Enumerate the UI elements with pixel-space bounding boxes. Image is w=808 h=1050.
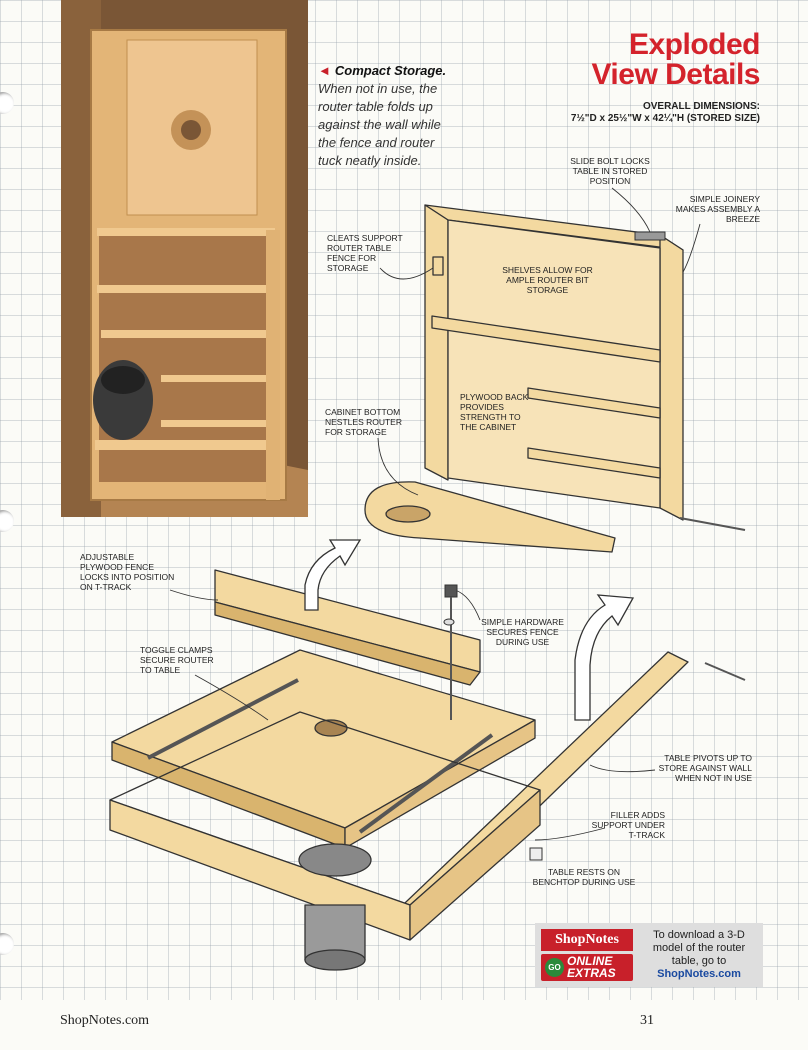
badge-extras-text: EXTRAS [567, 966, 616, 980]
cabinet-photo-drawing [61, 0, 308, 517]
exploded-view-drawing [109, 187, 746, 971]
promo-link[interactable]: ShopNotes.com [657, 968, 741, 980]
washer [443, 618, 455, 626]
photo-caption: ◄Compact Storage. When not in use, the r… [318, 62, 458, 170]
title-line-2: View Details [591, 58, 760, 91]
caption-text: When not in use, the router table folds … [318, 81, 441, 168]
caption-title: Compact Storage. [334, 63, 447, 78]
dimensions-value: 7½"D x 25½"W x 42¼"H (STORED SIZE) [570, 113, 760, 124]
callout-hardware: SIMPLE HARDWARE SECURES FENCE DURING USE [481, 617, 564, 647]
title-line-1: Exploded [628, 28, 761, 61]
callout-rests: TABLE RESTS ON BENCHTOP DURING USE [532, 867, 636, 887]
shelf-bottom [527, 447, 661, 479]
cabinet-back [447, 219, 661, 509]
online-extras-promo: ShopNotes GO ONLINE EXTRAS To download a… [535, 923, 763, 987]
caption-arrow-icon: ◄ [318, 63, 331, 78]
t-track-left [147, 678, 299, 760]
callout-cabinet-bottom: CABINET BOTTOM NESTLES ROUTER FOR STORAG… [325, 407, 402, 437]
cleat [432, 256, 444, 276]
go-icon: GO [545, 958, 564, 977]
bolt-top [679, 517, 746, 531]
promo-text: To download a 3-D model of the router ta… [639, 929, 759, 981]
foot [529, 847, 543, 861]
cabinet-bottom [364, 481, 616, 553]
cabinet-right-side [659, 234, 684, 521]
footer-site: ShopNotes.com [60, 1013, 150, 1028]
callout-shelves: SHELVES ALLOW FOR AMPLE ROUTER BIT STORA… [502, 265, 593, 295]
shelf-middle [527, 387, 661, 419]
callout-toggle: TOGGLE CLAMPS SECURE ROUTER TO TABLE [140, 645, 214, 675]
callout-pivot: TABLE PIVOTS UP TO STORE AGAINST WALL WH… [658, 753, 752, 783]
callout-plywood-back: PLYWOOD BACK PROVIDES STRENGTH TO THE CA… [460, 392, 529, 432]
bolt-bottom [704, 662, 746, 681]
promo-description: To download a 3-D model of the router ta… [652, 929, 746, 967]
fold-arrow-left [304, 539, 362, 611]
callout-slide-bolt: SLIDE BOLT LOCKS TABLE IN STORED POSITIO… [570, 156, 650, 186]
bottom-hole [385, 505, 431, 523]
cabinet-left-side [424, 204, 449, 481]
t-track-right [358, 733, 494, 834]
callout-cleats: CLEATS SUPPORT ROUTER TABLE FENCE FOR ST… [327, 233, 403, 273]
page-number: 31 [640, 1013, 654, 1028]
callout-joinery: SIMPLE JOINERY MAKES ASSEMBLY A BREEZE [675, 194, 760, 224]
binder-hole [0, 510, 14, 532]
table-side-edge [344, 719, 536, 849]
fold-arrow-right [574, 594, 635, 721]
router-plate [298, 843, 372, 877]
page-title: Exploded View Details [591, 30, 760, 90]
callout-filler: FILLER ADDS SUPPORT UNDER T-TRACK [591, 810, 665, 840]
slide-bolt [634, 231, 666, 241]
base-side [409, 789, 541, 941]
dimensions-label: OVERALL DIMENSIONS: [642, 101, 760, 112]
shopnotes-logo: ShopNotes [541, 929, 633, 951]
callout-fence: ADJUSTABLE PLYWOOD FENCE LOCKS INTO POSI… [80, 552, 175, 592]
binder-hole [0, 933, 14, 955]
online-extras-badge: GO ONLINE EXTRAS [541, 954, 633, 981]
router-base [304, 949, 366, 971]
badge-online-text: ONLINE [567, 954, 613, 968]
fence-knob [444, 584, 458, 598]
shelf-top [431, 315, 661, 363]
cabinet-photo [61, 0, 308, 517]
binder-hole [0, 92, 14, 114]
fence-base [214, 601, 481, 686]
